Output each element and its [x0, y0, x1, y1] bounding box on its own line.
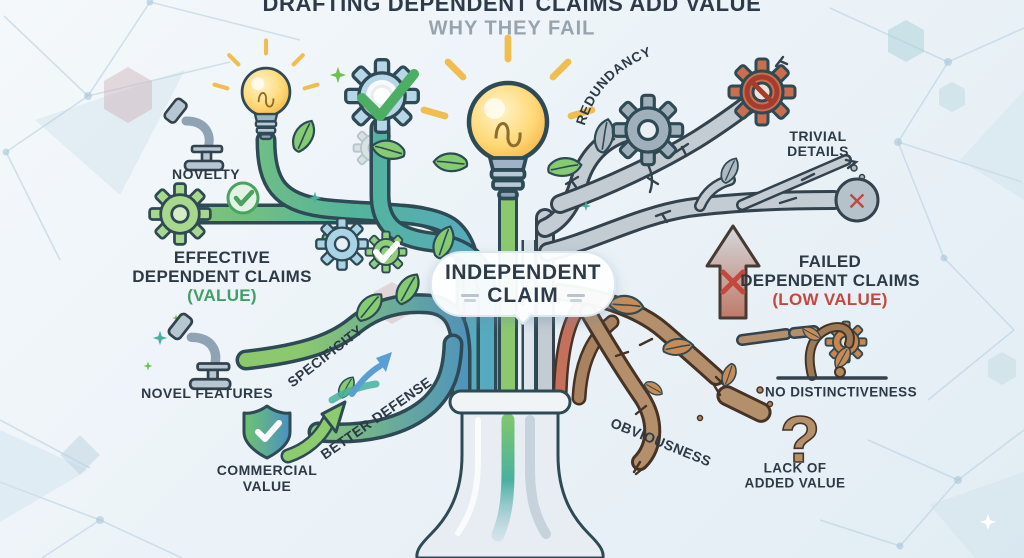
- failed-heading-line2: DEPENDENT CLAIMS: [740, 271, 920, 290]
- effective-heading-line1: EFFECTIVE: [173, 248, 271, 267]
- failed-heading-line1: FAILED: [798, 252, 862, 271]
- lack-of-added-value-line2: ADDED VALUE: [744, 475, 846, 491]
- badge-line2: CLAIM: [487, 284, 559, 307]
- lack-of-added-value-line1: LACK OF: [763, 460, 827, 476]
- shield-check-icon: [242, 404, 292, 460]
- page-title: DRAFTING DEPENDENT CLAIMS ADD VALUE: [262, 0, 762, 16]
- microscope-icon: [163, 97, 223, 170]
- small-gear-check-icon: [364, 230, 408, 274]
- no-distinctiveness-label: NO DISTINCTIVENESS: [765, 384, 917, 400]
- blue-gear-icon: [315, 217, 369, 271]
- check-circle-icon: [226, 181, 260, 215]
- microscope-icon: [167, 312, 230, 388]
- novelty-label: NOVELTY: [172, 166, 240, 182]
- growth-arrow-icon: [280, 400, 347, 464]
- green-gear-icon: [148, 182, 212, 246]
- badge-line1: INDEPENDENT: [444, 260, 602, 284]
- dash-decoration-icon: [566, 294, 585, 303]
- commercial-value-line2: VALUE: [242, 478, 292, 494]
- svg-text:✕: ✕: [847, 188, 868, 216]
- question-mark-icon: ?: [780, 402, 820, 476]
- commercial-value-line1: COMMERCIAL: [216, 462, 318, 478]
- trivial-details-line2: DETAILS: [787, 143, 849, 159]
- effective-heading-value: (VALUE): [187, 286, 257, 305]
- specificity-arrow-icon: [328, 352, 392, 404]
- no-entry-gear-icon: [727, 55, 797, 127]
- gear-check-icon: [344, 58, 420, 134]
- redundancy-gear-icon: [611, 93, 685, 167]
- wilted-plant-icon: [776, 320, 888, 381]
- dash-decoration-icon: [461, 294, 480, 303]
- failed-arrow-icon: [705, 224, 761, 320]
- independent-claim-badge: INDEPENDENT CLAIM: [430, 251, 616, 325]
- trunk-vase: [415, 389, 605, 558]
- novel-features-label: NOVEL FEATURES: [141, 385, 273, 401]
- page-subtitle: WHY THEY FAIL: [428, 17, 596, 40]
- failed-branches: [535, 90, 866, 262]
- effective-heading-line2: DEPENDENT CLAIMS: [132, 267, 312, 286]
- trivial-details-line1: TRIVIAL: [789, 128, 847, 144]
- failed-heading-value: (LOW VALUE): [772, 290, 888, 309]
- x-circle-icon: ✕: [834, 177, 880, 223]
